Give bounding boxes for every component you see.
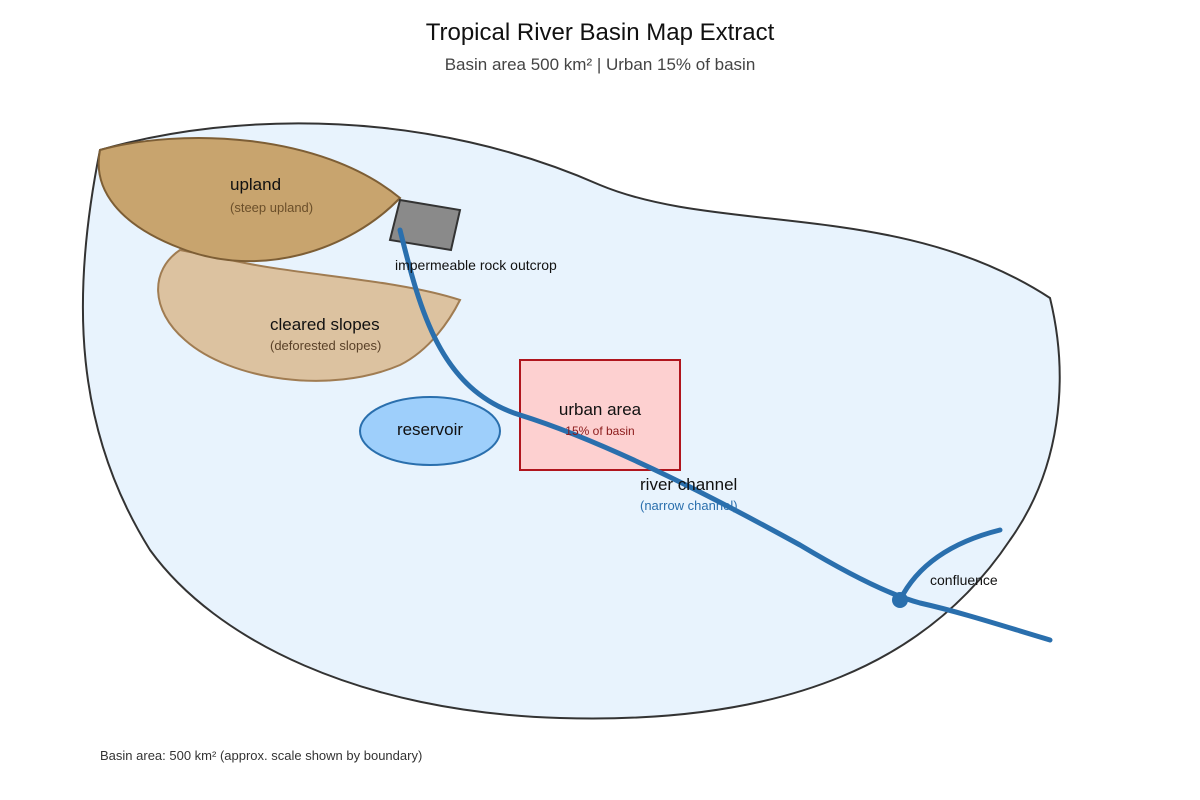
river-channel-label: river channel bbox=[640, 475, 737, 494]
reservoir-label: reservoir bbox=[397, 420, 463, 439]
upland-label: upland bbox=[230, 175, 281, 194]
rock-outcrop bbox=[388, 198, 462, 252]
confluence-marker bbox=[892, 592, 908, 608]
cleared-slopes-sublabel: (deforested slopes) bbox=[270, 338, 381, 353]
map-title: Tropical River Basin Map Extract bbox=[426, 19, 775, 46]
map-subtitle: Basin area 500 km² | Urban 15% of basin bbox=[445, 55, 756, 74]
urban-area-label: urban area bbox=[559, 400, 642, 419]
footer-note: Basin area: 500 km² (approx. scale shown… bbox=[100, 748, 422, 763]
cleared-slopes-area bbox=[157, 248, 462, 382]
upland-sublabel: (steep upland) bbox=[230, 200, 313, 215]
river-channel bbox=[397, 227, 1053, 643]
upland-area bbox=[97, 137, 402, 263]
rock-outcrop-label: impermeable rock outcrop bbox=[395, 257, 557, 273]
cleared-slopes-label: cleared slopes bbox=[270, 315, 380, 334]
reservoir bbox=[359, 396, 501, 466]
urban-area-sublabel: 15% of basin bbox=[565, 424, 634, 438]
tributary bbox=[897, 527, 1003, 603]
confluence-label: confluence bbox=[930, 572, 998, 588]
river-channel-sublabel: (narrow channel) bbox=[640, 498, 738, 513]
